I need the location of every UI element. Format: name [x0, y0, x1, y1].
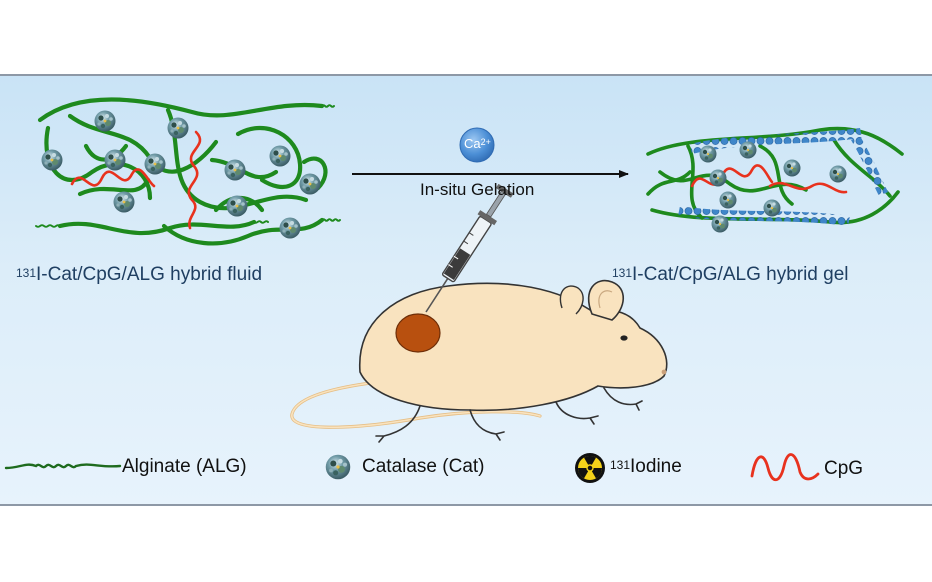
gel-label: 131I-Cat/CpG/ALG hybrid gel — [612, 264, 849, 286]
gel-label-text: I-Cat/CpG/ALG hybrid gel — [632, 264, 849, 285]
tumor-site — [395, 313, 441, 353]
gelation-caption: In-situ Gelation — [420, 180, 535, 199]
ca-ion-charge: 2+ — [480, 137, 491, 147]
gel-crosslink-beads — [678, 128, 888, 226]
ca-ion-label: Ca2+ — [464, 136, 491, 151]
mouse-icon — [290, 279, 668, 443]
legend-alginate-label: Alginate (ALG) — [122, 456, 247, 477]
legend-iodine-label: 131Iodine — [610, 456, 682, 478]
fluid-label-isotope: 131 — [16, 266, 37, 280]
diagram-art — [4, 97, 904, 483]
legend-cpg-icon — [750, 453, 820, 482]
fluid-alginate-ends — [35, 104, 341, 228]
syringe-icon — [425, 183, 514, 313]
legend-cpg-label: CpG — [824, 458, 864, 479]
diagram-panel: 131I-Cat/CpG/ALG hybrid fluid 131I-Cat/C… — [0, 74, 932, 506]
fluid-cpg-strands — [70, 130, 202, 230]
ca-ion-base: Ca — [464, 136, 481, 151]
legend-alginate-icon — [4, 463, 122, 470]
ca-ion-icon — [459, 127, 495, 163]
fluid-label: 131I-Cat/CpG/ALG hybrid fluid — [16, 264, 262, 286]
gel-label-isotope: 131 — [612, 266, 633, 280]
legend-catalase-label: Catalase (Cat) — [362, 456, 485, 477]
radiation-hazard-icon — [575, 453, 605, 483]
fluid-label-text: I-Cat/CpG/ALG hybrid fluid — [36, 264, 263, 285]
legend-iodine-text: Iodine — [630, 456, 682, 477]
gel-cpg-strands — [690, 164, 848, 194]
legend-catalase-icon — [325, 454, 351, 480]
legend-iodine-isotope: 131 — [610, 458, 631, 472]
